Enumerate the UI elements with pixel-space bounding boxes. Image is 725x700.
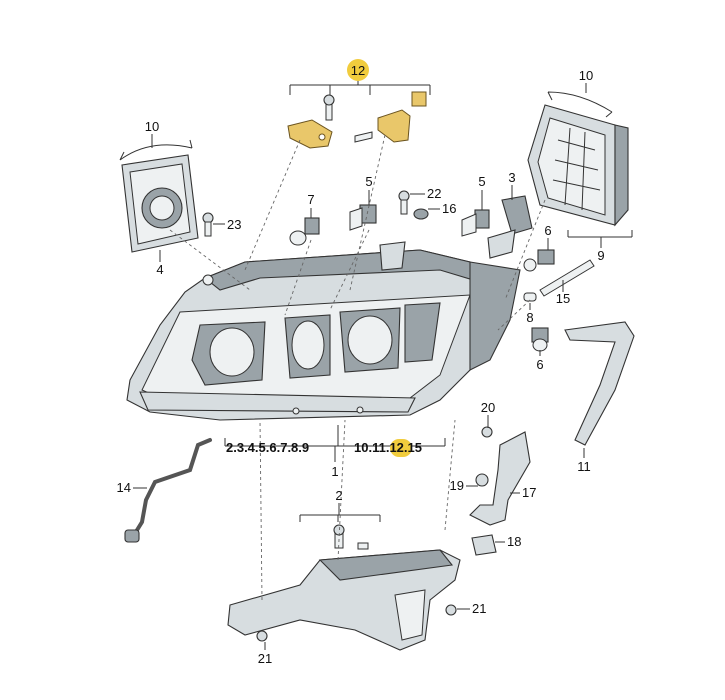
callout-9: 9 [597,248,604,263]
callout-18: 18 [507,534,521,549]
callout-10-left: 10 [145,119,159,134]
callout-17: 17 [522,485,536,500]
callout-2: 2 [335,488,342,503]
vent-hose-plug [124,529,140,543]
rear-cover-part-9 [527,104,629,227]
bulb-socket-part-6-bottom [531,327,549,352]
screw-part-20 [481,426,493,438]
callout-19: 19 [450,478,464,493]
screw-part-22 [398,190,410,215]
dashed-guides [169,134,546,601]
bulb-part-7 [289,217,320,246]
screw-part-23 [202,212,214,237]
callout-5-right: 5 [478,174,485,189]
callout-12-highlight [347,59,369,81]
leader-lines [133,78,633,650]
mounting-bracket-part-17 [469,431,531,526]
screw-part-19 [475,473,489,487]
callout-16: 16 [442,201,456,216]
screwdriver-part-15 [539,259,595,297]
group-list-highlight [390,439,412,457]
bulb-part-6-top [523,249,555,272]
seal-ring-part-10-left [119,139,193,161]
callout-6-top: 6 [544,223,551,238]
trim-strip-part-11 [564,321,635,446]
cover-cap-part-4 [121,154,199,253]
callout-8: 8 [526,310,533,325]
callout-7: 7 [307,192,314,207]
callout-12: 12 [351,63,365,78]
callout-4: 4 [156,262,163,277]
group-list-left: 2.3.4.5.6.7.8.9 [226,440,309,455]
callout-11: 11 [577,459,591,474]
callout-5-left: 5 [365,174,372,189]
callout-22: 22 [427,186,441,201]
callout-20: 20 [481,400,495,415]
plug-part-16 [413,208,429,220]
headlamp-assembly [126,241,521,421]
bulb-part-5-left [349,204,377,231]
callouts: 12 10 10 9 4 23 7 5 22 16 5 3 6 15 8 6 1… [117,59,605,666]
seal-ring-part-10-right [547,91,613,118]
group-list-right: 10.11.12.15 [354,440,422,455]
callout-6-bottom: 6 [536,357,543,372]
lower-bracket-part-2 [227,524,461,651]
clip-nut-part-18 [471,534,497,556]
callout-1: 1 [331,464,338,479]
callout-21-right: 21 [472,601,486,616]
repair-brackets-part-12 [287,91,427,149]
callout-21-bottom: 21 [258,651,272,666]
callout-10-right: 10 [579,68,593,83]
bulb-part-5-right [461,209,490,237]
control-unit-part-3 [487,195,533,259]
vent-hose-part-14 [132,438,212,537]
callout-3: 3 [508,170,515,185]
callout-15: 15 [556,291,570,306]
bulb-part-8 [523,292,537,302]
callout-14: 14 [117,480,131,495]
callout-23: 23 [227,217,241,232]
